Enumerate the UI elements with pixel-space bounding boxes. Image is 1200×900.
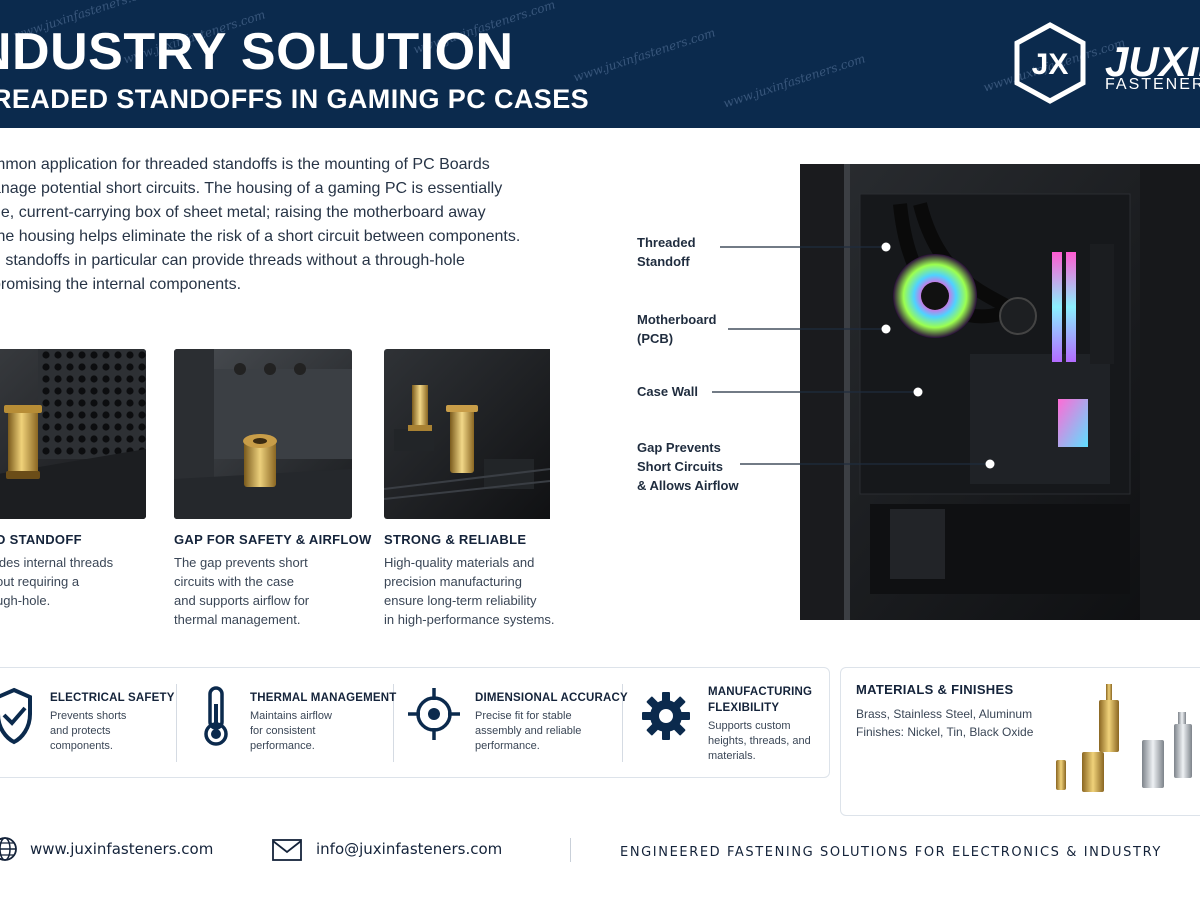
standoff-photo	[0, 349, 146, 519]
reliable-photo	[384, 349, 562, 519]
materials-title: MATERIALS & FINISHES	[856, 682, 1014, 697]
benefits-strip	[0, 667, 830, 778]
callout-line: Standoff	[637, 254, 690, 269]
benefit-desc-line: performance.	[250, 740, 315, 752]
feature-desc-line: The gap prevents short	[174, 555, 308, 570]
gap-photo	[174, 349, 352, 519]
benefit-desc-line: Precise fit for stable	[475, 710, 572, 722]
callout-gap: Gap Prevents Short Circuits & Allows Air…	[637, 438, 739, 495]
benefit-desc-thermal: Maintains airflow for consistent perform…	[250, 709, 332, 754]
benefit-title-thermal: THERMAL MANAGEMENT	[250, 690, 397, 706]
benefit-title-line: ELECTRICAL SAFETY	[50, 692, 175, 704]
callout-threaded-standoff: Threaded Standoff	[637, 233, 696, 271]
feature-desc-line: and supports airflow for	[174, 593, 310, 608]
intro-line: ge, current-carrying box of sheet metal;…	[0, 204, 486, 221]
callout-motherboard: Motherboard (PCB)	[637, 310, 716, 348]
callout-line: Gap Prevents	[637, 440, 721, 455]
benefit-title-line: THERMAL MANAGEMENT	[250, 692, 397, 704]
benefit-desc-line: and protects	[50, 725, 111, 737]
gear-icon	[642, 692, 690, 740]
finishes-list: Finishes: Nickel, Tin, Black Oxide	[856, 725, 1034, 739]
benefit-title-electrical: ELECTRICAL SAFETY	[50, 690, 175, 706]
benefit-title-line: DIMENSIONAL ACCURACY	[475, 692, 628, 704]
benefit-title-line: FLEXIBILITY	[708, 702, 780, 714]
globe-icon	[0, 837, 17, 861]
standoff-samples-icon	[1056, 684, 1192, 792]
callout-case-wall: Case Wall	[637, 382, 698, 401]
feature-desc-line: in high-performance systems.	[384, 612, 555, 627]
feature-title-gap: GAP FOR SAFETY & AIRFLOW	[174, 532, 372, 547]
brand-name: JUXIN	[1105, 38, 1200, 85]
feature-desc-reliable: High-quality materials and precision man…	[384, 553, 555, 629]
feature-desc-line: out requiring a	[0, 574, 80, 589]
feature-desc-line: circuits with the case	[174, 574, 294, 589]
benefit-desc-line: materials.	[708, 750, 756, 762]
feature-desc-line: thermal management.	[174, 612, 301, 627]
benefit-desc-line: Maintains airflow	[250, 710, 332, 722]
divider	[622, 684, 623, 762]
intro-paragraph: mmon application for threaded standoffs …	[0, 153, 592, 297]
callout-line: Threaded	[637, 235, 696, 250]
intro-line: d standoffs in particular can provide th…	[0, 252, 465, 269]
divider	[393, 684, 394, 762]
callout-line: Motherboard	[637, 312, 717, 327]
intro-line: anage potential short circuits. The hous…	[0, 180, 503, 197]
brand-logo-icon[interactable]: JX	[1014, 22, 1086, 104]
materials-list: Brass, Stainless Steel, Aluminum	[856, 707, 1033, 721]
benefit-desc-line: for consistent	[250, 725, 316, 737]
feature-desc-gap: The gap prevents short circuits with the…	[174, 553, 309, 629]
intro-line: the housing helps eliminate the risk of …	[0, 228, 521, 245]
callout-line: Short Circuits	[637, 459, 723, 474]
thermometer-icon	[204, 686, 228, 746]
benefit-desc-line: assembly and reliable	[475, 725, 582, 737]
benefit-desc-line: heights, threads, and	[708, 735, 811, 747]
logo-mark: JX	[1032, 48, 1069, 81]
intro-line: mmon application for threaded standoffs …	[0, 156, 490, 173]
benefit-desc-line: components.	[50, 740, 113, 752]
materials-box	[840, 667, 1200, 816]
feature-desc-line: High-quality materials and	[384, 555, 535, 570]
divider	[176, 684, 177, 762]
page-subtitle: READED STANDOFFS IN GAMING PC CASES	[0, 84, 590, 114]
header-banner: www.juxinfasteners.com www.juxinfastener…	[0, 0, 1200, 128]
benefit-desc-line: Supports custom	[708, 720, 791, 732]
page-title: NDUSTRY SOLUTION	[0, 23, 514, 81]
intro-line: promising the internal components.	[0, 276, 242, 293]
email-link[interactable]: info@juxinfasteners.com	[316, 840, 503, 858]
shield-check-icon	[0, 687, 32, 745]
gaming-pc-photo	[800, 164, 1200, 620]
envelope-icon	[272, 839, 302, 861]
website-link[interactable]: www.juxinfasteners.com	[30, 840, 214, 858]
benefit-desc-line: Prevents shorts	[50, 710, 127, 722]
feature-desc-line: ugh-hole.	[0, 593, 51, 608]
feature-desc-line: ensure long-term reliability	[384, 593, 537, 608]
benefit-desc-dimensional: Precise fit for stable assembly and reli…	[475, 709, 581, 754]
callout-line: Case Wall	[637, 384, 698, 399]
benefit-desc-manufacturing: Supports custom heights, threads, and ma…	[708, 719, 811, 764]
feature-title-reliable: STRONG & RELIABLE	[384, 532, 527, 547]
watermark: www.juxinfasteners.com	[721, 51, 868, 111]
feature-desc-line: precision manufacturing	[384, 574, 523, 589]
benefit-title-dimensional: DIMENSIONAL ACCURACY	[475, 690, 628, 706]
feature-desc-line: ides internal threads	[0, 555, 114, 570]
feature-desc-standoff: ides internal threads out requiring a ug…	[0, 553, 113, 610]
benefit-title-line: MANUFACTURING	[708, 686, 813, 698]
benefit-desc-line: performance.	[475, 740, 540, 752]
target-crosshair-icon	[408, 688, 460, 740]
benefit-title-manufacturing: MANUFACTURING FLEXIBILITY	[708, 684, 812, 716]
watermark: www.juxinfasteners.com	[571, 25, 718, 85]
footer-tagline: ENGINEERED FASTENING SOLUTIONS FOR ELECT…	[620, 845, 1162, 860]
feature-title-standoff: D STANDOFF	[0, 532, 82, 547]
callout-line: & Allows Airflow	[637, 478, 739, 493]
brand-tagline: FASTENERS	[1105, 76, 1200, 93]
benefit-desc-electrical: Prevents shorts and protects components.	[50, 709, 126, 754]
callout-line: (PCB)	[637, 331, 674, 346]
divider	[570, 838, 571, 862]
